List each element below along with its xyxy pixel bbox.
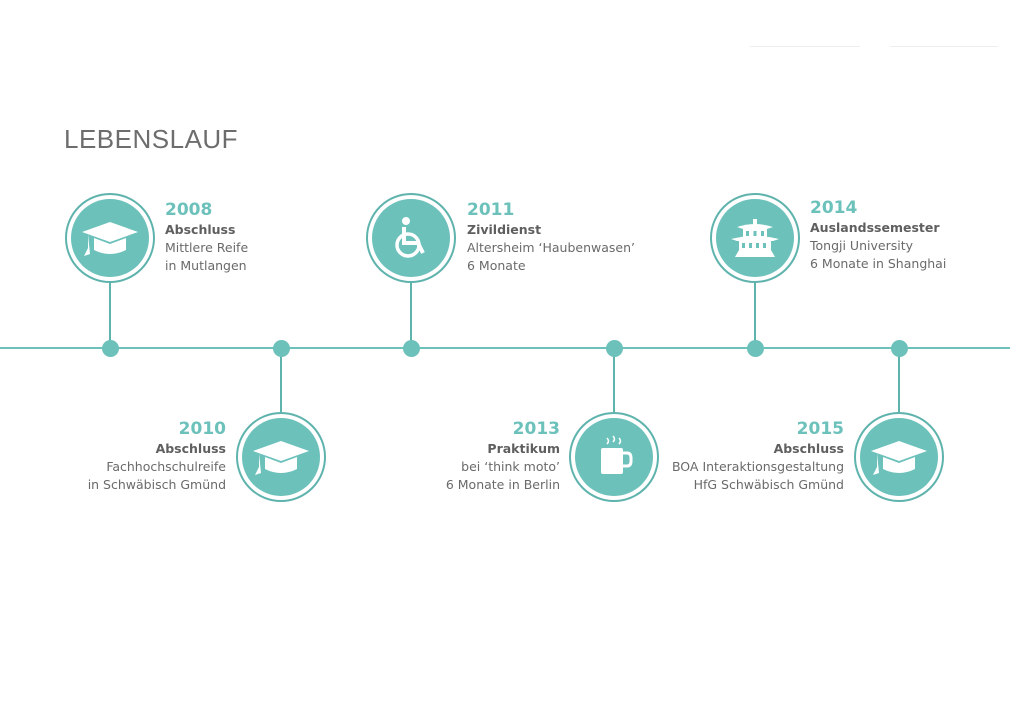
timeline-stem <box>109 282 111 348</box>
decor-line <box>750 46 860 47</box>
timeline-stem <box>410 282 412 348</box>
graduation-cap-icon <box>82 222 138 256</box>
entry-title: Zivildienst <box>467 222 542 237</box>
entry-circle <box>854 412 944 502</box>
entry-detail: 6 Monate <box>467 258 526 273</box>
pagoda-icon <box>731 219 779 257</box>
entry-detail: in Schwäbisch Gmünd <box>87 477 226 492</box>
timeline-dot <box>272 340 290 357</box>
timeline-dot <box>101 340 119 357</box>
entry-detail: 6 Monate in Shanghai <box>810 256 947 271</box>
timeline-entry: 2010 Abschluss Fachhochschulreife in Sch… <box>88 418 226 494</box>
entry-detail: Mittlere Reife <box>165 240 249 255</box>
decor-line <box>890 46 998 47</box>
graduation-cap-icon <box>871 441 927 475</box>
timeline-entry: 2011 Zivildienst Altersheim ‘Haubenwasen… <box>467 199 635 275</box>
entry-title: Abschluss <box>155 441 226 456</box>
entry-circle <box>65 193 155 283</box>
coffee-mug-icon <box>601 435 633 474</box>
timeline-dot <box>890 340 908 357</box>
entry-detail: in Mutlangen <box>165 258 247 273</box>
timeline-stem <box>898 348 900 412</box>
entry-detail: BOA Interaktionsgestaltung <box>671 459 844 474</box>
entry-detail: bei ‘think moto’ <box>461 459 560 474</box>
entry-detail: Fachhochschulreife <box>106 459 226 474</box>
entry-detail: Tongji University <box>810 238 913 253</box>
timeline-entry: 2014 Auslandssemester Tongji University … <box>810 197 946 273</box>
timeline-dot <box>605 340 623 357</box>
entry-detail: HfG Schwäbisch Gmünd <box>693 477 844 492</box>
timeline-stem <box>613 348 615 412</box>
timeline-stem <box>280 348 282 412</box>
entry-title: Abschluss <box>773 441 844 456</box>
entry-year: 2015 <box>796 419 844 439</box>
graduation-cap-icon <box>253 441 309 475</box>
entry-year: 2008 <box>165 200 213 220</box>
entry-circle <box>710 193 800 283</box>
timeline-entry: 2013 Praktikum bei ‘think moto’ 6 Monate… <box>446 418 560 494</box>
timeline-stem <box>754 282 756 348</box>
entry-circle <box>569 412 659 502</box>
entry-year: 2013 <box>512 419 560 439</box>
entry-title: Auslandssemester <box>810 220 940 235</box>
entry-circle <box>236 412 326 502</box>
timeline-dot <box>402 340 420 357</box>
entry-title: Abschluss <box>165 222 236 237</box>
entry-year: 2014 <box>810 198 858 218</box>
entry-circle <box>366 193 456 283</box>
entry-detail: 6 Monate in Berlin <box>445 477 560 492</box>
wheelchair-icon <box>395 217 425 258</box>
entry-title: Praktikum <box>487 441 560 456</box>
entry-year: 2011 <box>467 200 515 220</box>
page-title: LEBENSLAUF <box>64 124 239 154</box>
timeline-entry: 2015 Abschluss BOA Interaktionsgestaltun… <box>672 418 844 494</box>
entry-year: 2010 <box>178 419 226 439</box>
timeline-entry: 2008 Abschluss Mittlere Reife in Mutlang… <box>165 199 248 275</box>
timeline-dot <box>746 340 764 357</box>
timeline-axis <box>0 347 1010 349</box>
entry-detail: Altersheim ‘Haubenwasen’ <box>467 240 635 255</box>
